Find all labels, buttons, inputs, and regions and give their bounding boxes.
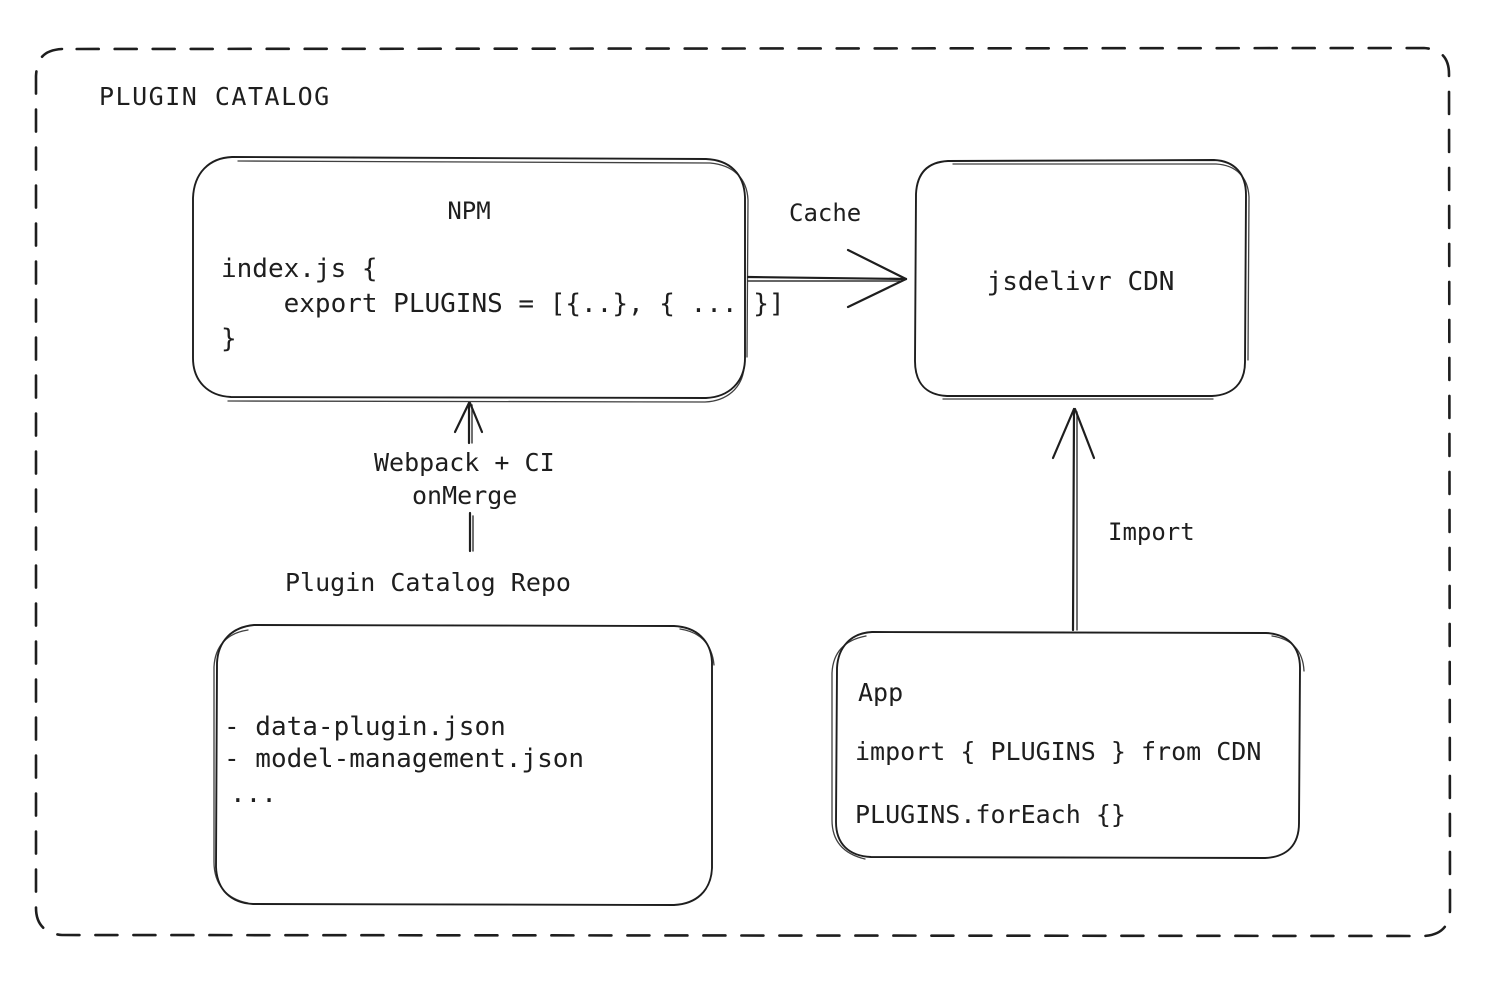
npm-code-line-2: export PLUGINS = [{..}, { ... }] [221,289,785,319]
cdn-title: jsdelivr CDN [986,267,1175,297]
repo-list-item-3: ... [230,779,277,809]
npm-title: NPM [447,197,491,225]
app-title: App [858,678,904,707]
build-edge-label-line1: Webpack + CI [374,448,555,477]
repo-caption: Plugin Catalog Repo [285,568,571,597]
frame-title: PLUGIN CATALOG [99,82,331,111]
npm-box-shape [192,156,749,403]
plugin-catalog-frame-border [34,46,1452,938]
cdn-box-shape [914,159,1250,400]
repo-box-shape [213,624,715,906]
app-code-line-2: PLUGINS.forEach {} [855,800,1126,829]
npm-code-line-1: index.js { [221,254,378,284]
build-edge-label-line2: onMerge [412,481,518,510]
cache-arrow [746,248,908,309]
repo-list-item-2: - model-management.json [224,744,585,774]
import-edge-label: Import [1108,518,1195,546]
build-arrow [453,401,484,553]
npm-code-line-3: } [221,324,237,354]
cache-edge-label: Cache [789,199,862,227]
app-box-shape [831,631,1305,860]
app-code-line-1: import { PLUGINS } from CDN [855,737,1262,766]
import-arrow [1051,407,1096,632]
repo-list-item-1: - data-plugin.json [224,712,506,742]
